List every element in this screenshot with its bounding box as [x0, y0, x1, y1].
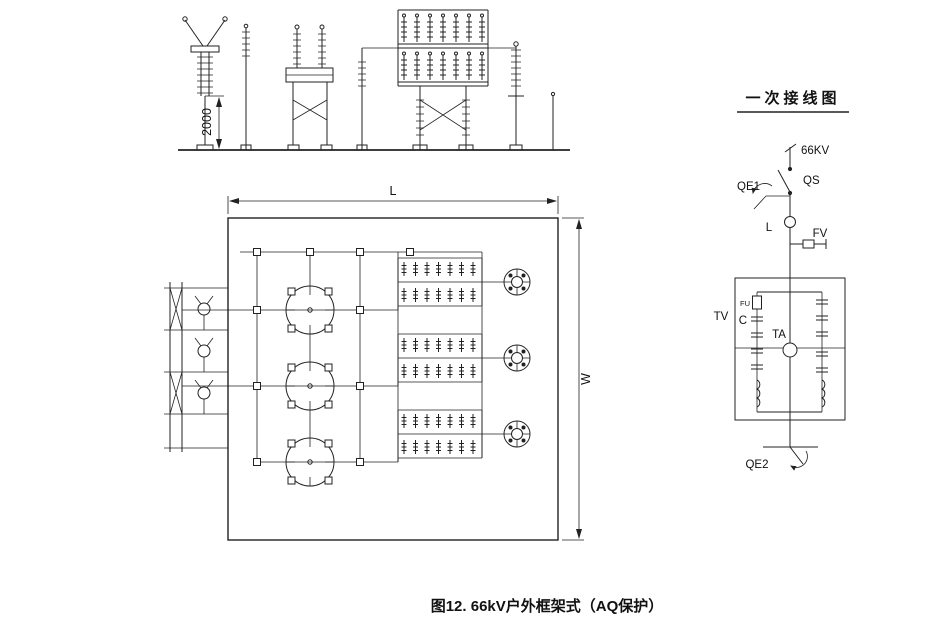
capacitor-C: C: [739, 315, 763, 327]
reactor-label: L: [766, 222, 773, 234]
plan-length-label: L: [390, 184, 397, 198]
fu-label: FU: [740, 299, 750, 308]
right-capacitor-stack: [816, 299, 828, 373]
elevation-height-label: 2000: [200, 108, 214, 136]
single-line-diagram: 一次接线图 66KV QS QE1 L: [714, 89, 849, 471]
dimension-2000: 2000: [200, 95, 224, 149]
earth-switch-QE2: QE2: [745, 420, 818, 471]
dimension-width: W: [562, 217, 593, 541]
ta-label: TA: [772, 329, 786, 341]
reactor-L: L: [766, 216, 796, 234]
arrester-FV: FV: [790, 228, 828, 249]
dimension-length: L: [227, 184, 559, 214]
right-inductor: [820, 379, 826, 408]
plan-boundary: [227, 217, 559, 541]
elevation-view: 2000: [178, 9, 570, 151]
left-capacitor-stack: [751, 332, 763, 370]
support-pole-right: [550, 91, 556, 150]
figure-caption: 图12. 66kV户外框架式（AQ保护）: [430, 598, 664, 615]
voltage-transformer-elevation: [285, 24, 334, 151]
earth-switch-QE1: QE1: [737, 181, 790, 210]
left-inductor: [755, 379, 761, 408]
current-transformer-TA: TA: [772, 329, 798, 358]
left-arrester-structure: [164, 282, 228, 452]
schematic-title: 一次接线图: [745, 89, 840, 107]
disconnector-QS: QS: [777, 166, 820, 196]
qe1-label: QE1: [737, 181, 760, 193]
voltage-label: 66KV: [801, 145, 829, 157]
surge-arrester-elevation: [182, 16, 228, 151]
plan-arrester-3: [194, 379, 214, 414]
post-insulator-elevation: [356, 48, 368, 151]
plan-frame-grid: [240, 248, 483, 466]
capacitor-bank-row-2: [397, 333, 531, 386]
plan-arrester-1: [194, 295, 214, 330]
flanged-bushing-2: [503, 344, 531, 372]
qe2-label: QE2: [745, 459, 768, 471]
fuse-FU: FU: [740, 295, 762, 310]
capacitor-bank-row-1: [397, 257, 531, 310]
capacitor-bank-row-3: [397, 409, 531, 462]
tv-label: TV: [714, 311, 729, 323]
lightning-arrester-elevation: [508, 41, 524, 151]
incoming-line: 66KV: [784, 143, 829, 167]
fv-label: FV: [813, 228, 828, 240]
capacitor-rack-elevation: [397, 9, 489, 151]
support-pole-left: [240, 23, 252, 151]
qs-label: QS: [803, 175, 820, 187]
plan-view: L W: [164, 184, 593, 541]
c-label: C: [739, 315, 747, 327]
plan-width-label: W: [579, 373, 593, 385]
capacitor-unit-box: TV FU C TA: [714, 277, 846, 421]
flanged-bushing-3: [503, 420, 531, 448]
plan-arrester-2: [194, 337, 214, 372]
flanged-bushing-1: [503, 268, 531, 296]
